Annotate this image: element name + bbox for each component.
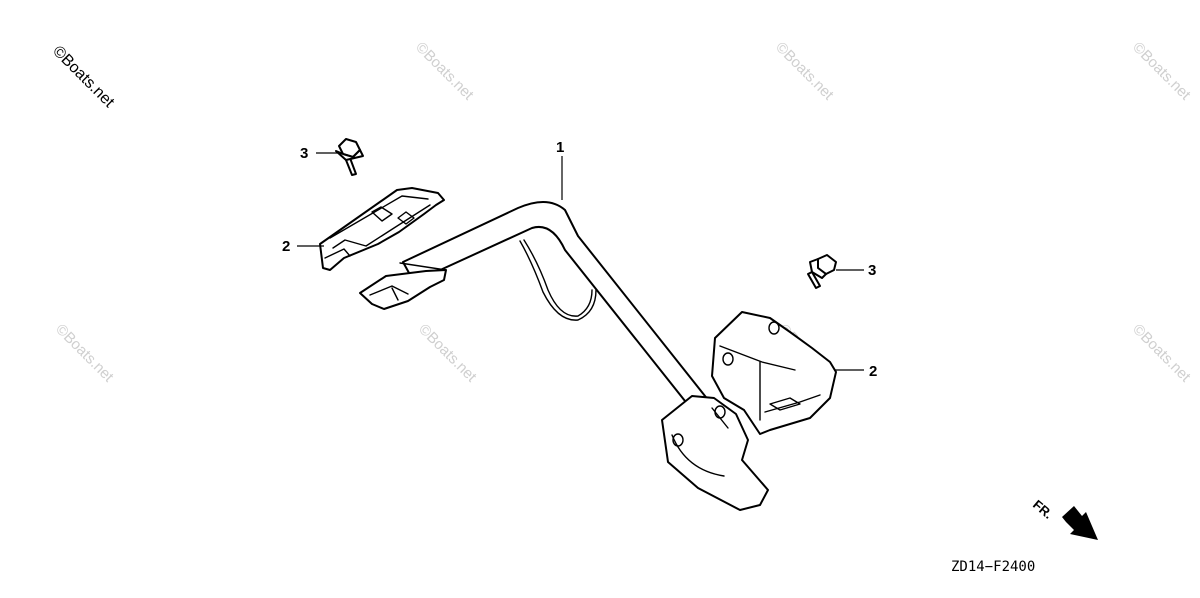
watermark-faint: ©Boats.net: [52, 321, 117, 386]
callout-stay[interactable]: 1: [556, 139, 564, 156]
figure-code: ZD14−F2400: [951, 559, 1035, 575]
watermark-faint: ©Boats.net: [1129, 39, 1194, 104]
stay-bracket[interactable]: [359, 201, 769, 511]
flange-bolt-left[interactable]: [335, 138, 364, 176]
watermark-faint: ©Boats.net: [1129, 321, 1194, 386]
callout-cover-right[interactable]: 2: [869, 363, 877, 380]
front-arrow-icon: [1062, 506, 1098, 540]
cover-bracket-left[interactable]: [319, 187, 445, 271]
watermark-faint: ©Boats.net: [772, 39, 837, 104]
front-label: FR.: [1030, 497, 1056, 522]
callout-cover-left[interactable]: 2: [282, 238, 290, 255]
watermark-main: ©Boats.net: [49, 43, 118, 112]
watermark-faint: ©Boats.net: [415, 321, 480, 386]
callout-bolt-left[interactable]: 3: [300, 145, 308, 162]
cover-bracket-right[interactable]: [711, 311, 837, 435]
front-direction-indicator: FR.: [1030, 497, 1098, 540]
watermark-faint: ©Boats.net: [412, 39, 477, 104]
flange-bolt-right[interactable]: [807, 254, 837, 289]
callout-bolt-right[interactable]: 3: [868, 262, 876, 279]
